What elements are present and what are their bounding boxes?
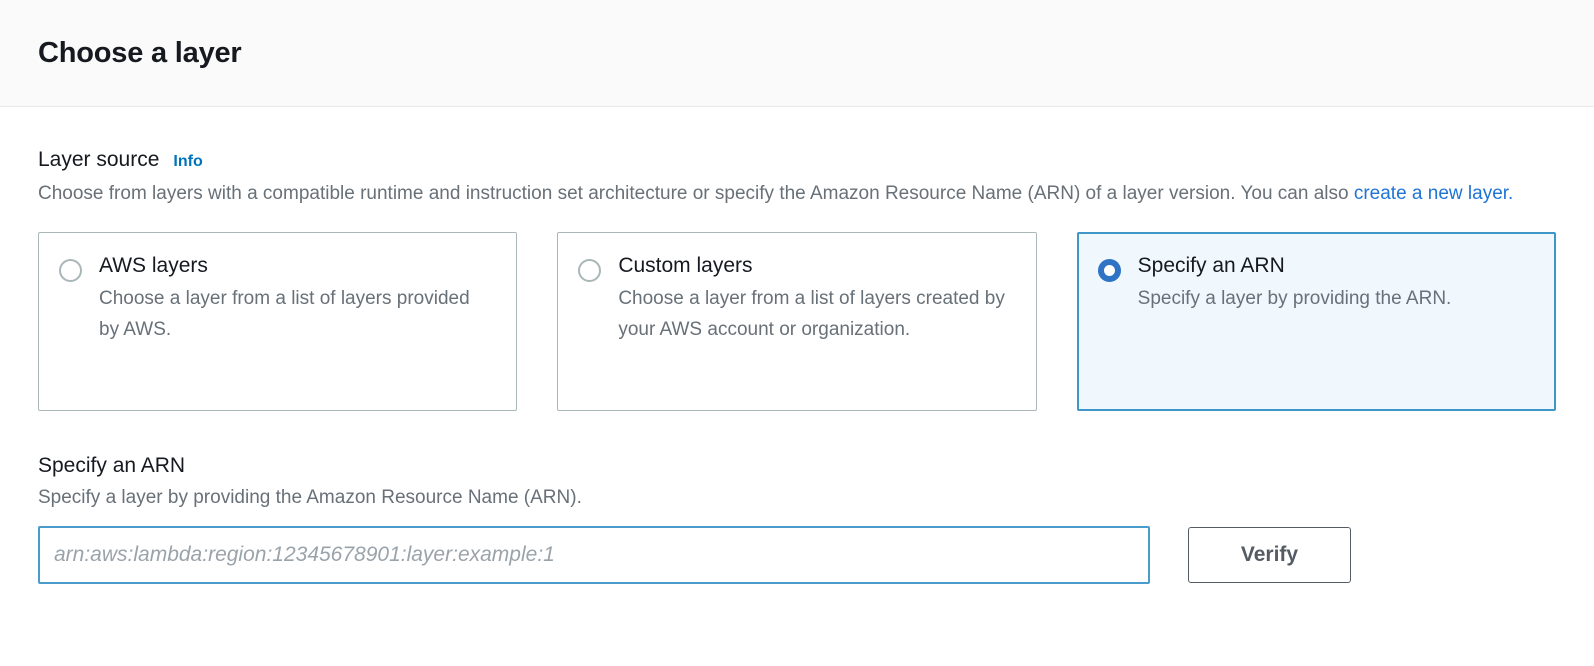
arn-input[interactable] — [38, 525, 1150, 584]
option-description: Choose a layer from a list of layers cre… — [618, 288, 1005, 341]
layer-source-label: Layer source — [38, 148, 160, 171]
layer-source-description: Choose from layers with a compatible run… — [38, 179, 1518, 210]
option-title: AWS layers — [99, 254, 208, 278]
layer-source-option-specify-arn[interactable]: Specify an ARN Specify a layer by provid… — [1076, 232, 1556, 412]
layer-source-label-row: Layer source Info — [38, 147, 1556, 173]
info-link[interactable]: Info — [173, 153, 203, 170]
layer-source-option-custom-layers[interactable]: Custom layers Choose a layer from a list… — [557, 232, 1037, 412]
option-title: Custom layers — [618, 254, 753, 278]
verify-button[interactable]: Verify — [1188, 526, 1351, 583]
option-description: Specify a layer by providing the ARN. — [1137, 288, 1452, 310]
option-title: Specify an ARN — [1137, 254, 1285, 278]
radio-icon[interactable] — [578, 259, 602, 283]
dialog-header: Choose a layer — [0, 0, 1594, 107]
arn-field-label: Specify an ARN — [38, 454, 186, 478]
option-text: Custom layers Choose a layer from a list… — [618, 253, 1013, 346]
create-new-layer-link[interactable]: create a new layer. — [1353, 183, 1514, 205]
option-text: Specify an ARN Specify a layer by provid… — [1138, 253, 1452, 315]
arn-field-row: Verify — [38, 525, 1556, 584]
layer-source-description-text: Choose from layers with a compatible run… — [38, 183, 1354, 205]
radio-icon[interactable] — [59, 259, 82, 283]
layer-source-option-aws-layers[interactable]: AWS layers Choose a layer from a list of… — [38, 232, 518, 412]
radio-selected-icon[interactable] — [1097, 259, 1121, 283]
arn-field-description: Specify a layer by providing the Amazon … — [38, 487, 582, 509]
option-text: AWS layers Choose a layer from a list of… — [99, 253, 494, 346]
dialog-body: Layer source Info Choose from layers wit… — [0, 107, 1594, 584]
page-title: Choose a layer — [38, 36, 242, 69]
layer-source-options: AWS layers Choose a layer from a list of… — [38, 232, 1556, 412]
option-description: Choose a layer from a list of layers pro… — [99, 288, 470, 341]
